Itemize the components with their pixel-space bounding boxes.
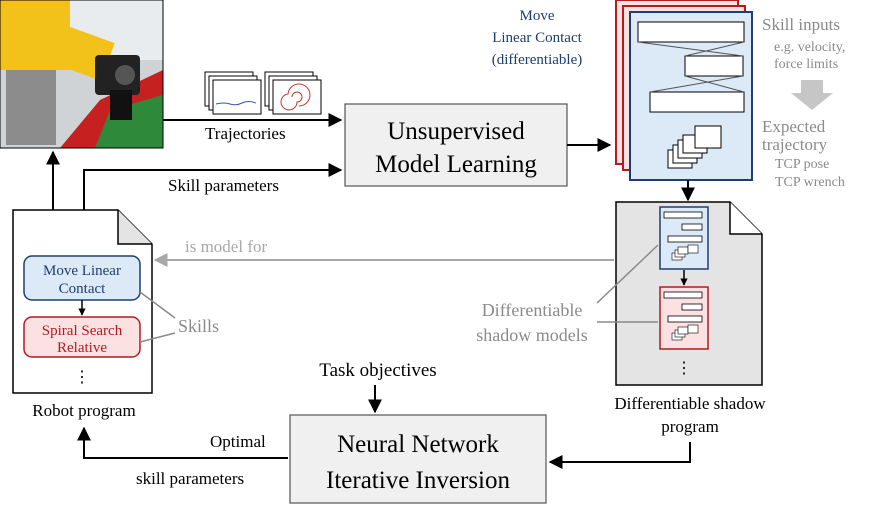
skill-spiral-line2: Relative xyxy=(57,340,107,356)
tcp-pose: TCP pose xyxy=(775,157,829,172)
shadow-program-document xyxy=(615,201,763,386)
expected-line1: Expected xyxy=(762,117,826,136)
diff-shadow-program-line1: Differentiable shadow xyxy=(614,394,766,413)
robot-program-ellipsis: ⋮ xyxy=(74,369,90,386)
skill-move-line1: Move Linear xyxy=(43,263,121,279)
diff-shadow-models-line1: Differentiable xyxy=(482,300,583,320)
skill-parameters-label: Skill parameters xyxy=(168,176,279,195)
skills-pointer-1 xyxy=(139,291,176,319)
skill-parameters-arrow xyxy=(83,163,343,210)
robot-photo xyxy=(0,0,164,149)
move-lc-line2: Linear Contact xyxy=(492,30,582,46)
trajectory-thumbnails xyxy=(204,71,322,115)
diff-shadow-program-line2: program xyxy=(661,417,719,436)
nn-line1: Neural Network xyxy=(337,431,499,458)
is-model-for-label: is model for xyxy=(185,237,267,256)
skill-inputs-line3: force limits xyxy=(774,57,838,72)
trajectories-label: Trajectories xyxy=(205,124,286,143)
shadow-program-ellipsis: ⋮ xyxy=(676,360,692,377)
unsupervised-line2: Model Learning xyxy=(375,151,537,178)
skill-inputs-line2: e.g. velocity, xyxy=(774,40,845,55)
unsupervised-learning-box: Unsupervised Model Learning xyxy=(344,103,568,187)
skill-move-line2: Contact xyxy=(59,281,106,297)
unsupervised-line1: Unsupervised xyxy=(387,118,525,145)
shadow-models-pointer-1 xyxy=(596,244,659,304)
expected-line2: trajectory xyxy=(762,135,828,154)
shadow-to-nn-arrow xyxy=(548,442,691,469)
nn-line2: Iterative Inversion xyxy=(326,467,510,494)
skills-label: Skills xyxy=(178,316,219,336)
diff-shadow-models-line2: shadow models xyxy=(476,325,588,345)
optimal-skill-parameters-label: skill parameters xyxy=(136,469,244,488)
skill-inputs-title: Skill inputs xyxy=(762,15,840,34)
network-model-large xyxy=(615,0,753,181)
skills-pointer-2 xyxy=(139,332,176,343)
skill-spiral-line1: Spiral Search xyxy=(42,323,123,339)
move-lc-line1: Move xyxy=(520,8,555,24)
move-lc-line3: (differentiable) xyxy=(492,52,583,68)
tcp-wrench: TCP wrench xyxy=(775,175,845,190)
skill-move-linear-contact: Move Linear Contact xyxy=(23,255,141,301)
skill-spiral-search-relative: Spiral Search Relative xyxy=(23,316,141,358)
gray-down-arrow-icon xyxy=(791,80,833,110)
optimal-label: Optimal xyxy=(210,432,266,451)
nn-inversion-box: Neural Network Iterative Inversion xyxy=(289,414,547,504)
optimal-params-arrow xyxy=(77,426,288,459)
robot-program-label: Robot program xyxy=(32,401,135,420)
task-objectives-label: Task objectives xyxy=(319,360,436,381)
